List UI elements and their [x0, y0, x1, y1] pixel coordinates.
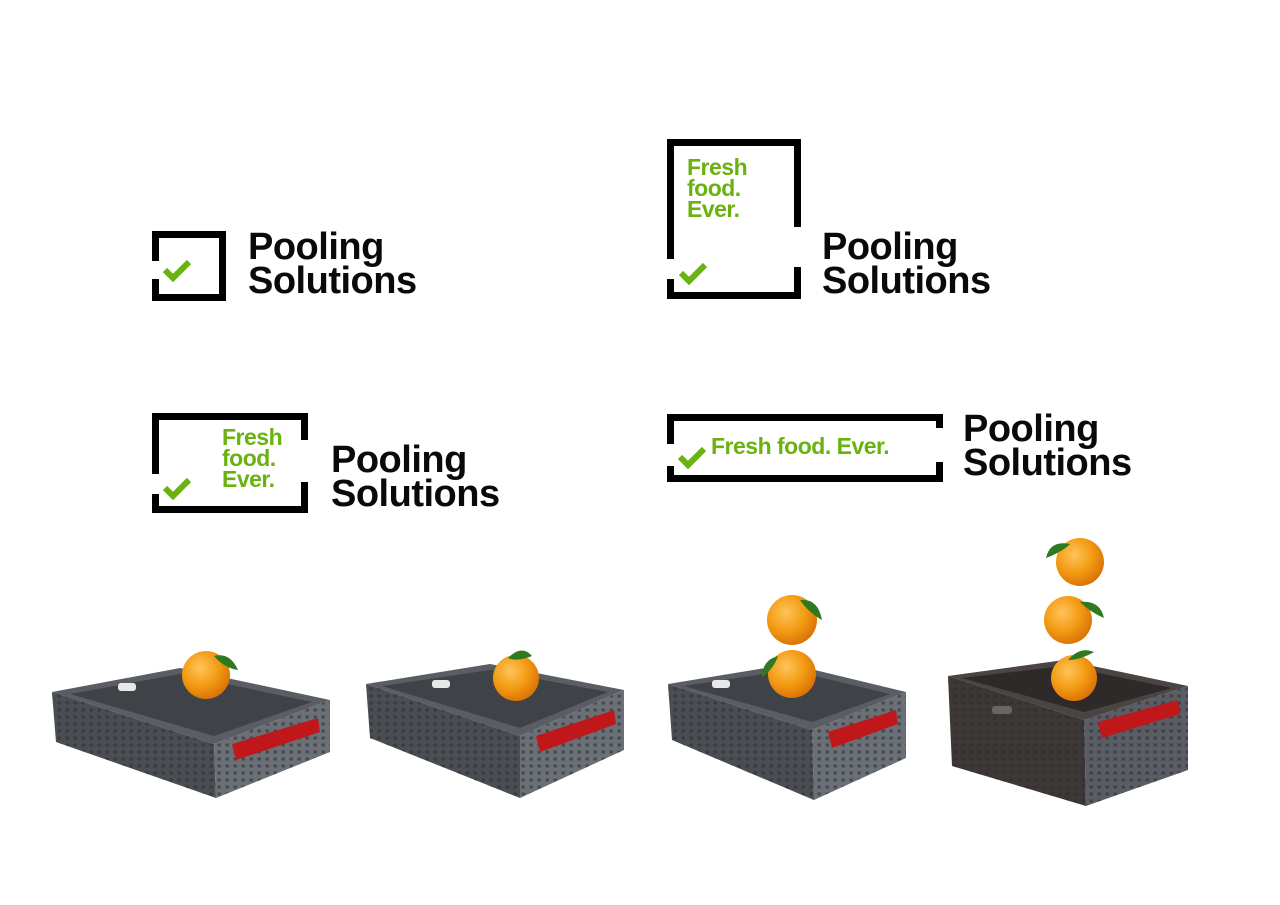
checkmark-icon — [162, 259, 192, 282]
brand-name-line2: Solutions — [822, 260, 991, 303]
tagline-line1: Fresh — [687, 154, 748, 180]
crate-handle — [232, 718, 320, 760]
orange — [767, 595, 822, 645]
brand-name-line1: Pooling — [248, 226, 384, 268]
brand-wordmark: Pooling Solutions — [331, 439, 500, 516]
checkmark-icon — [677, 446, 707, 469]
orange — [1044, 596, 1104, 644]
crate-handle-cutout — [118, 683, 136, 691]
brand-name-line2: Solutions — [963, 442, 1132, 485]
brand-name-line2: Solutions — [248, 260, 417, 303]
tagline-line2: food. — [222, 445, 276, 472]
tagline-inline: Fresh food. Ever. — [711, 433, 890, 459]
tagline-stacked: Fresh food. Ever. — [222, 424, 283, 493]
orange — [762, 650, 816, 698]
tagline-line3: Ever. — [222, 466, 275, 493]
crate-3 — [668, 664, 906, 800]
crate-1 — [52, 668, 330, 798]
orange — [1046, 538, 1104, 586]
logo-frame — [667, 139, 801, 299]
crate-handle-cutout — [712, 680, 730, 688]
tagline-stacked: Fresh food. Ever. — [687, 154, 748, 223]
tagline-line3: Ever. — [687, 196, 740, 223]
brand-name-line1: Pooling — [331, 439, 467, 481]
tagline-line2: food. — [687, 175, 741, 202]
orange — [1051, 650, 1097, 701]
brand-wordmark: Pooling Solutions — [963, 408, 1132, 485]
checkmark-icon — [678, 262, 708, 285]
logo-wide-tagline-variant: Fresh food. Ever. Pooling Solutions — [665, 408, 1165, 488]
brand-name-line1: Pooling — [822, 226, 958, 268]
tagline-line1: Fresh — [222, 424, 283, 450]
brand-wordmark: Pooling Solutions — [822, 226, 991, 303]
checkmark-icon — [162, 477, 192, 500]
crate-handle — [1098, 700, 1180, 738]
crate-2 — [366, 664, 624, 798]
brand-wordmark: Pooling Solutions — [248, 226, 417, 303]
logo-tall-tagline-variant: Fresh food. Ever. Pooling Solutions — [665, 137, 1025, 302]
orange — [182, 651, 238, 699]
logo-checkbox-variant: Pooling Solutions — [150, 228, 450, 303]
crate-handle-cutout — [992, 706, 1012, 714]
crate-handle — [828, 710, 898, 748]
brand-name-line1: Pooling — [963, 408, 1099, 450]
logo-square-tagline-variant: Fresh food. Ever. Pooling Solutions — [150, 410, 530, 520]
crate-handle-cutout — [432, 680, 450, 688]
brand-name-line2: Solutions — [331, 473, 500, 516]
orange — [493, 650, 539, 701]
crate-handle — [536, 710, 616, 752]
